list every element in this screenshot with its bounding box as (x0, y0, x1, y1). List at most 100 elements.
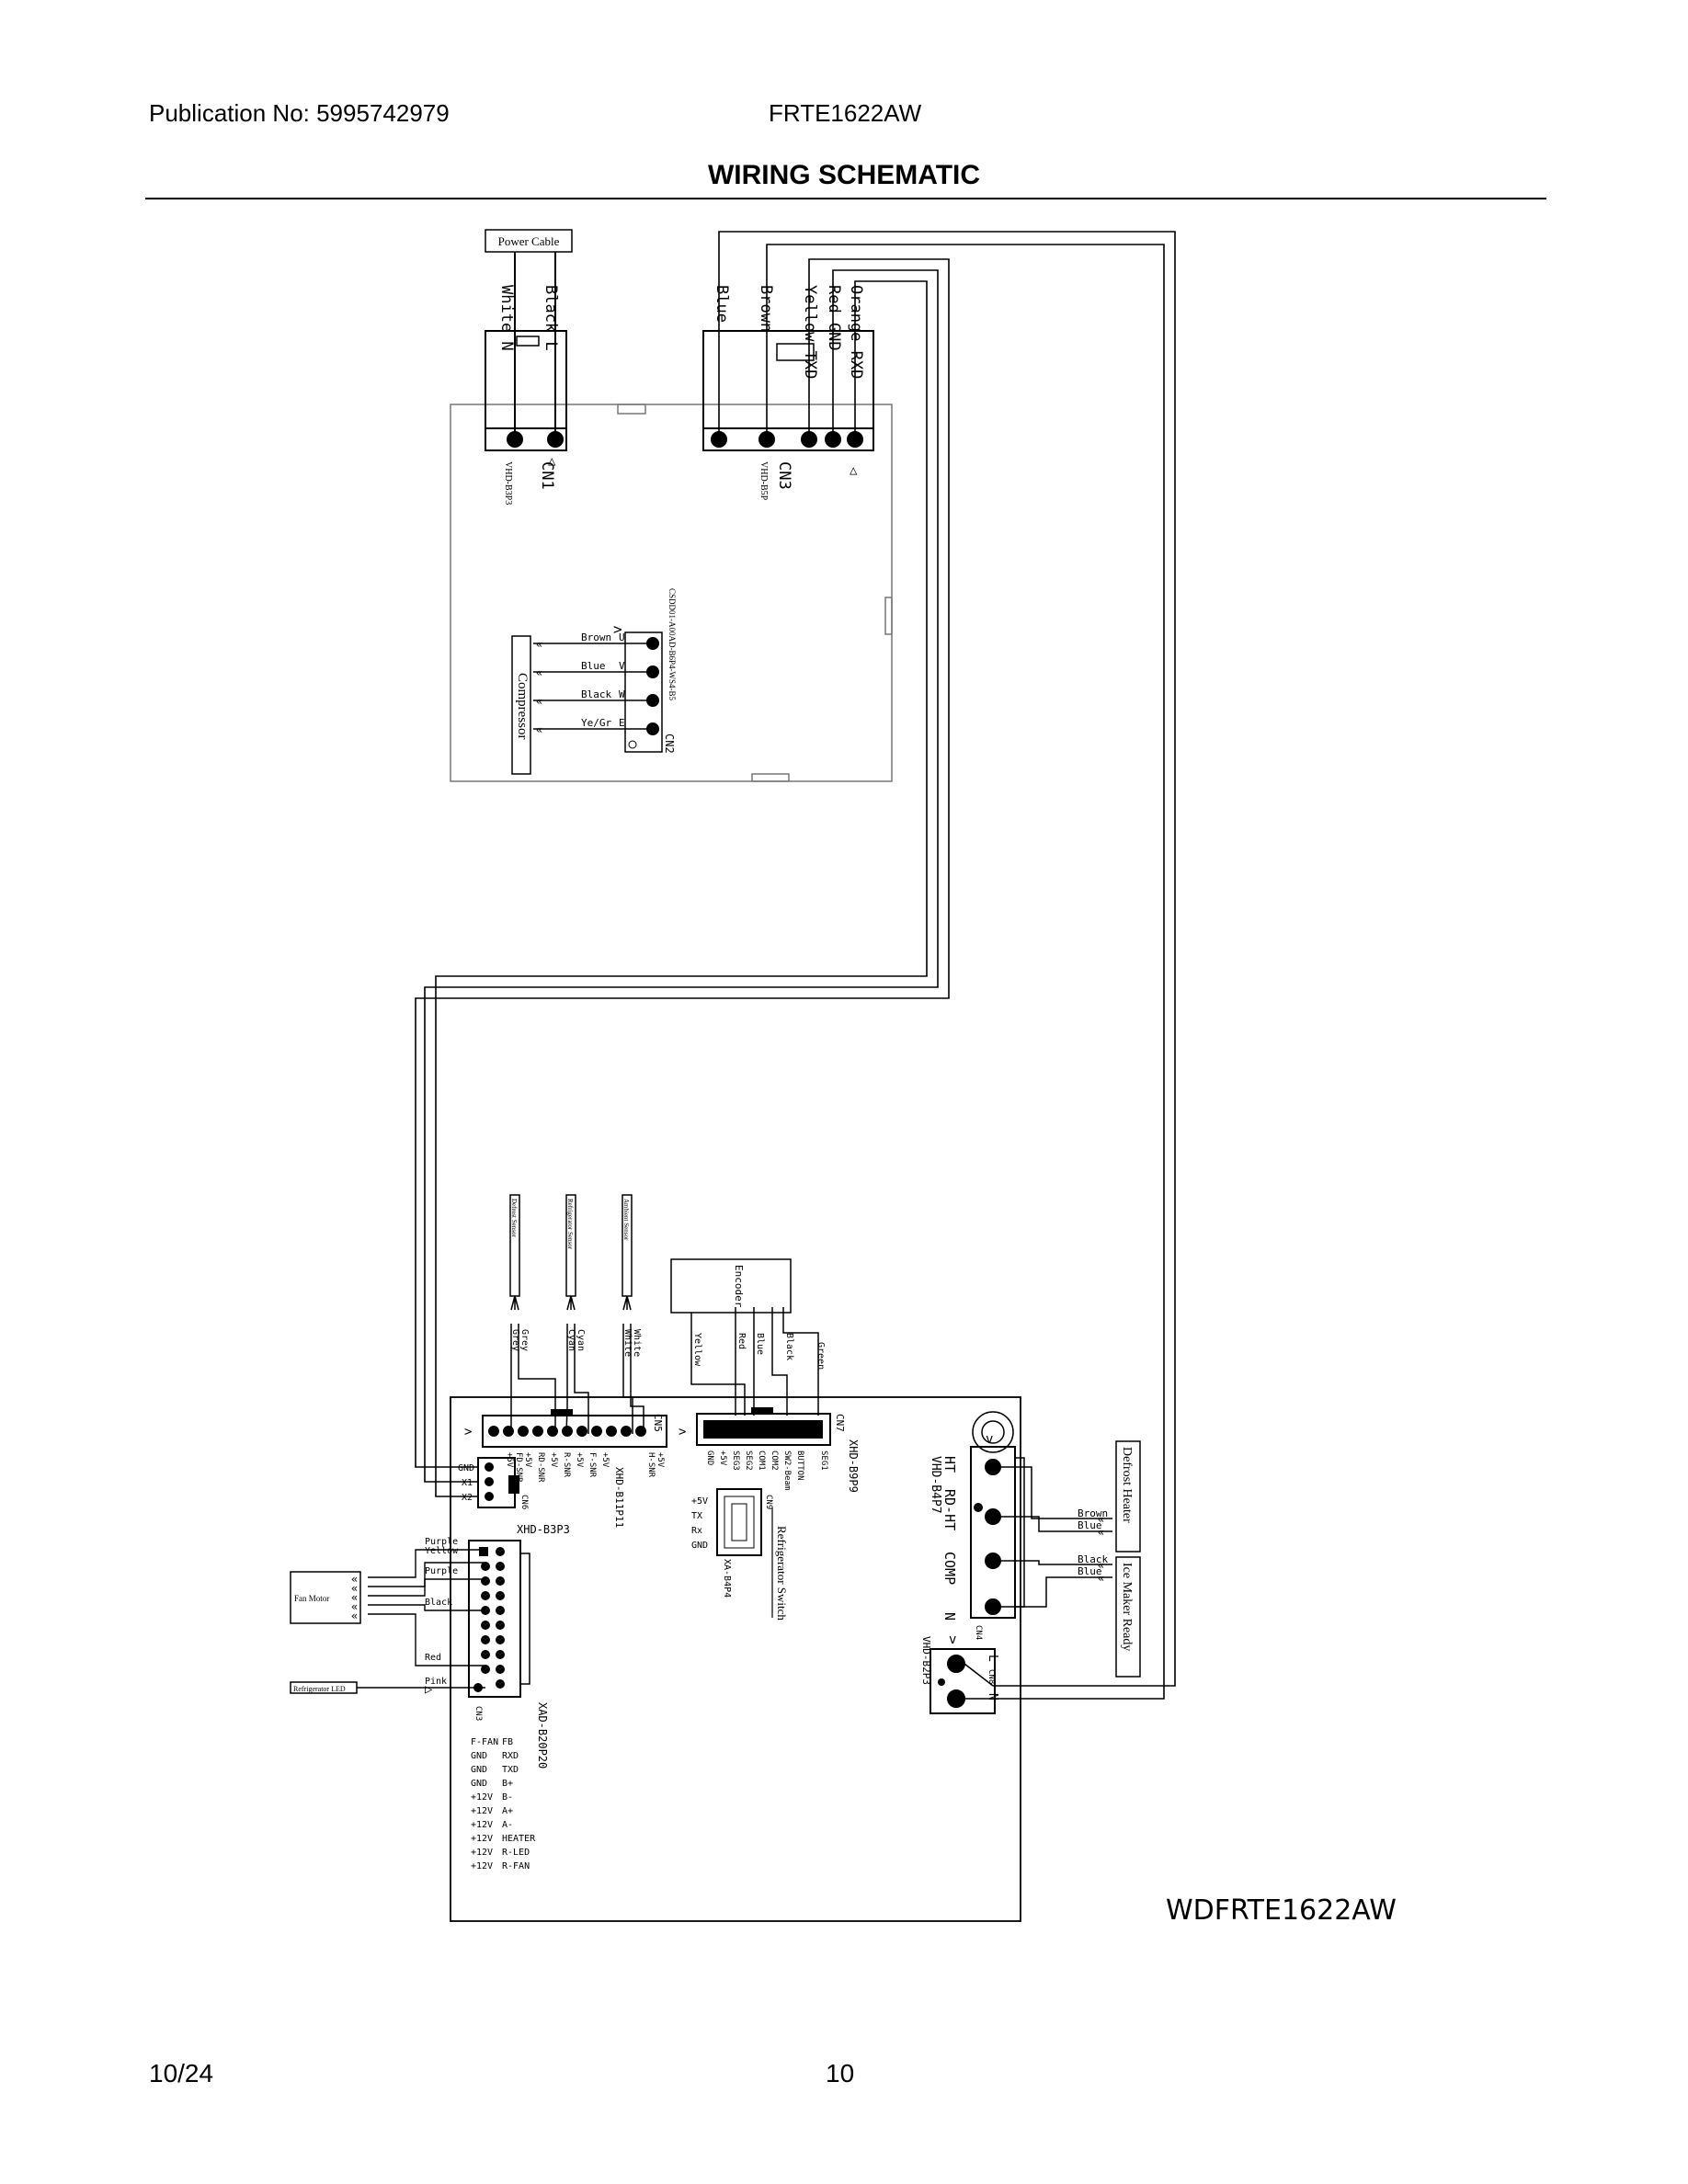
svg-text:RXD: RXD (502, 1751, 519, 1761)
sensor-wire-white-2: White (632, 1329, 642, 1357)
svg-text:+12V: +12V (471, 1806, 493, 1816)
svg-text:v: v (949, 1632, 956, 1647)
cn6-pin-x1: X1 (462, 1478, 473, 1488)
cn9-pin-5v: +5V (691, 1496, 708, 1507)
cn7-part: XHD-B9P9 (847, 1439, 860, 1493)
cn3-wire-red: Red GND (825, 285, 843, 351)
cn4-pin-ht: HT (941, 1456, 958, 1473)
cn5-pin-8: F-SNR (587, 1452, 597, 1478)
svg-text:>: > (613, 620, 622, 638)
svg-text:GND: GND (471, 1751, 487, 1761)
cn2-part: CSDD01-A00AD-B6P4-WS4-B5 (667, 588, 677, 701)
cn6-part: XHD-B3P3 (517, 1523, 570, 1536)
publication-number: Publication No: 5995742979 (149, 99, 450, 127)
cn9-label: CN9 (764, 1495, 773, 1509)
heater-wire-black: Black (1078, 1553, 1108, 1565)
page-number: 10 (826, 2059, 855, 2087)
power-cable-box (485, 229, 573, 253)
cn9-connector (716, 1488, 762, 1556)
sensor-wire-cyan-2: Cyan (576, 1329, 586, 1351)
cn3-wire-brown: Brown (757, 285, 775, 332)
svg-text:«: « (1098, 1559, 1104, 1572)
cn6-label: CN6 (519, 1495, 529, 1509)
encoder-block (670, 1258, 819, 1416)
svg-text:v: v (986, 1432, 993, 1447)
cn4-pin-comp: COMP (941, 1552, 958, 1585)
svg-text:«: « (351, 1582, 358, 1595)
compressor-label: Compressor (515, 673, 530, 740)
defrost-heater-label: Defrost Heater (1120, 1447, 1134, 1523)
cn9-pin-gnd: GND (691, 1541, 708, 1551)
svg-text:+12V: +12V (471, 1820, 493, 1830)
cn5-pin-11: +5V (656, 1452, 665, 1468)
ambient-sensor-label: Ambient Sensor (622, 1199, 630, 1241)
svg-text:B-: B- (502, 1792, 513, 1803)
cn4-part: VHD-B4P7 (929, 1456, 942, 1514)
svg-text:+12V: +12V (471, 1834, 493, 1844)
svg-text:«: « (351, 1573, 358, 1586)
cn8-pin-n: N (986, 1693, 999, 1701)
cn3-wire-orange: Orange RXD (847, 285, 865, 379)
cn5-pin-7: +5V (575, 1452, 584, 1468)
cn1-wire-white: White N (497, 285, 516, 351)
svg-text:>: > (679, 1425, 686, 1439)
cn5-pin-3: +5V (523, 1452, 532, 1468)
refrigerator-switch-label: Refrigerator Switch (775, 1526, 789, 1621)
cn6-connector (477, 1457, 519, 1508)
comp-pin-u: U (619, 631, 625, 643)
cn1-part: VHD-B3P3 (503, 461, 513, 505)
sensor-wire-grey-1: Grey (510, 1329, 520, 1351)
cn3b-wire-yellow: Yellow (425, 1546, 459, 1556)
cn3-wire-blue: Blue (713, 285, 731, 323)
cn8-connector: v (930, 1632, 996, 1714)
cn1-connector: △ (485, 252, 567, 469)
comp-pin-e: E (619, 717, 625, 729)
cn1-wire-black: Black L (542, 285, 560, 351)
encoder-label: Encoder (733, 1265, 745, 1308)
cn6-pin-x2: X2 (462, 1493, 473, 1503)
cn6-pin-gnd: GND (458, 1463, 474, 1473)
cn7-connector: > (679, 1407, 831, 1446)
sensor-wire-grey-2: Grey (519, 1329, 530, 1351)
diagram-id: WDFRTE1622AW (1166, 1894, 1397, 1927)
defrost-heater-box (1115, 1440, 1141, 1553)
cn9-part: XA-B4P4 (722, 1559, 732, 1598)
svg-text:HEATER: HEATER (502, 1834, 536, 1844)
cn7-pin-6: COM2 (770, 1450, 779, 1471)
svg-text:«: « (351, 1610, 358, 1622)
cn3-bottom-connector (357, 1540, 530, 1698)
cn7-label: CN7 (834, 1414, 846, 1432)
defrost-sensor-label: Defrost Sensor (510, 1199, 518, 1237)
cn3b-wire-black: Black (425, 1598, 452, 1608)
comp-pin-v: V (619, 660, 625, 672)
cn7-pin-1: GND (705, 1450, 714, 1465)
svg-text:«: « (536, 723, 542, 736)
cn3-wire-yellow: Yellow TXD (801, 285, 819, 379)
svg-text:«: « (351, 1591, 358, 1604)
encoder-wire-black: Black (784, 1333, 794, 1360)
cn3b-wire-pink: Pink (425, 1677, 447, 1687)
cn5-pin-10: H-SNR (646, 1452, 656, 1478)
refrigerator-sensor-label: Refrigerator Sensor (566, 1199, 574, 1250)
cn3b-wire-red: Red (425, 1653, 441, 1663)
cn5-pin-1: +5V (505, 1452, 514, 1468)
cn4-pin-rd-ht: RD-HT (941, 1489, 958, 1530)
encoder-wire-red: Red (736, 1333, 747, 1349)
svg-text:+12V: +12V (471, 1848, 493, 1858)
power-cable-label: Power Cable (498, 234, 560, 248)
encoder-wire-blue: Blue (755, 1333, 765, 1355)
page-title: WIRING SCHEMATIC (707, 160, 981, 190)
cn5-pin-9: +5V (600, 1452, 610, 1468)
refrigerator-led-label: Refrigerator LED (293, 1685, 346, 1693)
svg-text:F-FAN: F-FAN (471, 1737, 498, 1747)
ice-maker-label: Ice Maker Ready (1120, 1563, 1134, 1651)
footer-date: 10/24 (149, 2059, 214, 2087)
svg-text:△: △ (850, 463, 858, 478)
svg-text:«: « (536, 695, 542, 708)
svg-text:▷: ▷ (425, 1682, 433, 1697)
svg-text:A-: A- (502, 1820, 513, 1830)
svg-text:«: « (1098, 1572, 1104, 1585)
svg-text:GND: GND (471, 1779, 487, 1789)
cn9-pin-tx: TX (691, 1511, 702, 1521)
